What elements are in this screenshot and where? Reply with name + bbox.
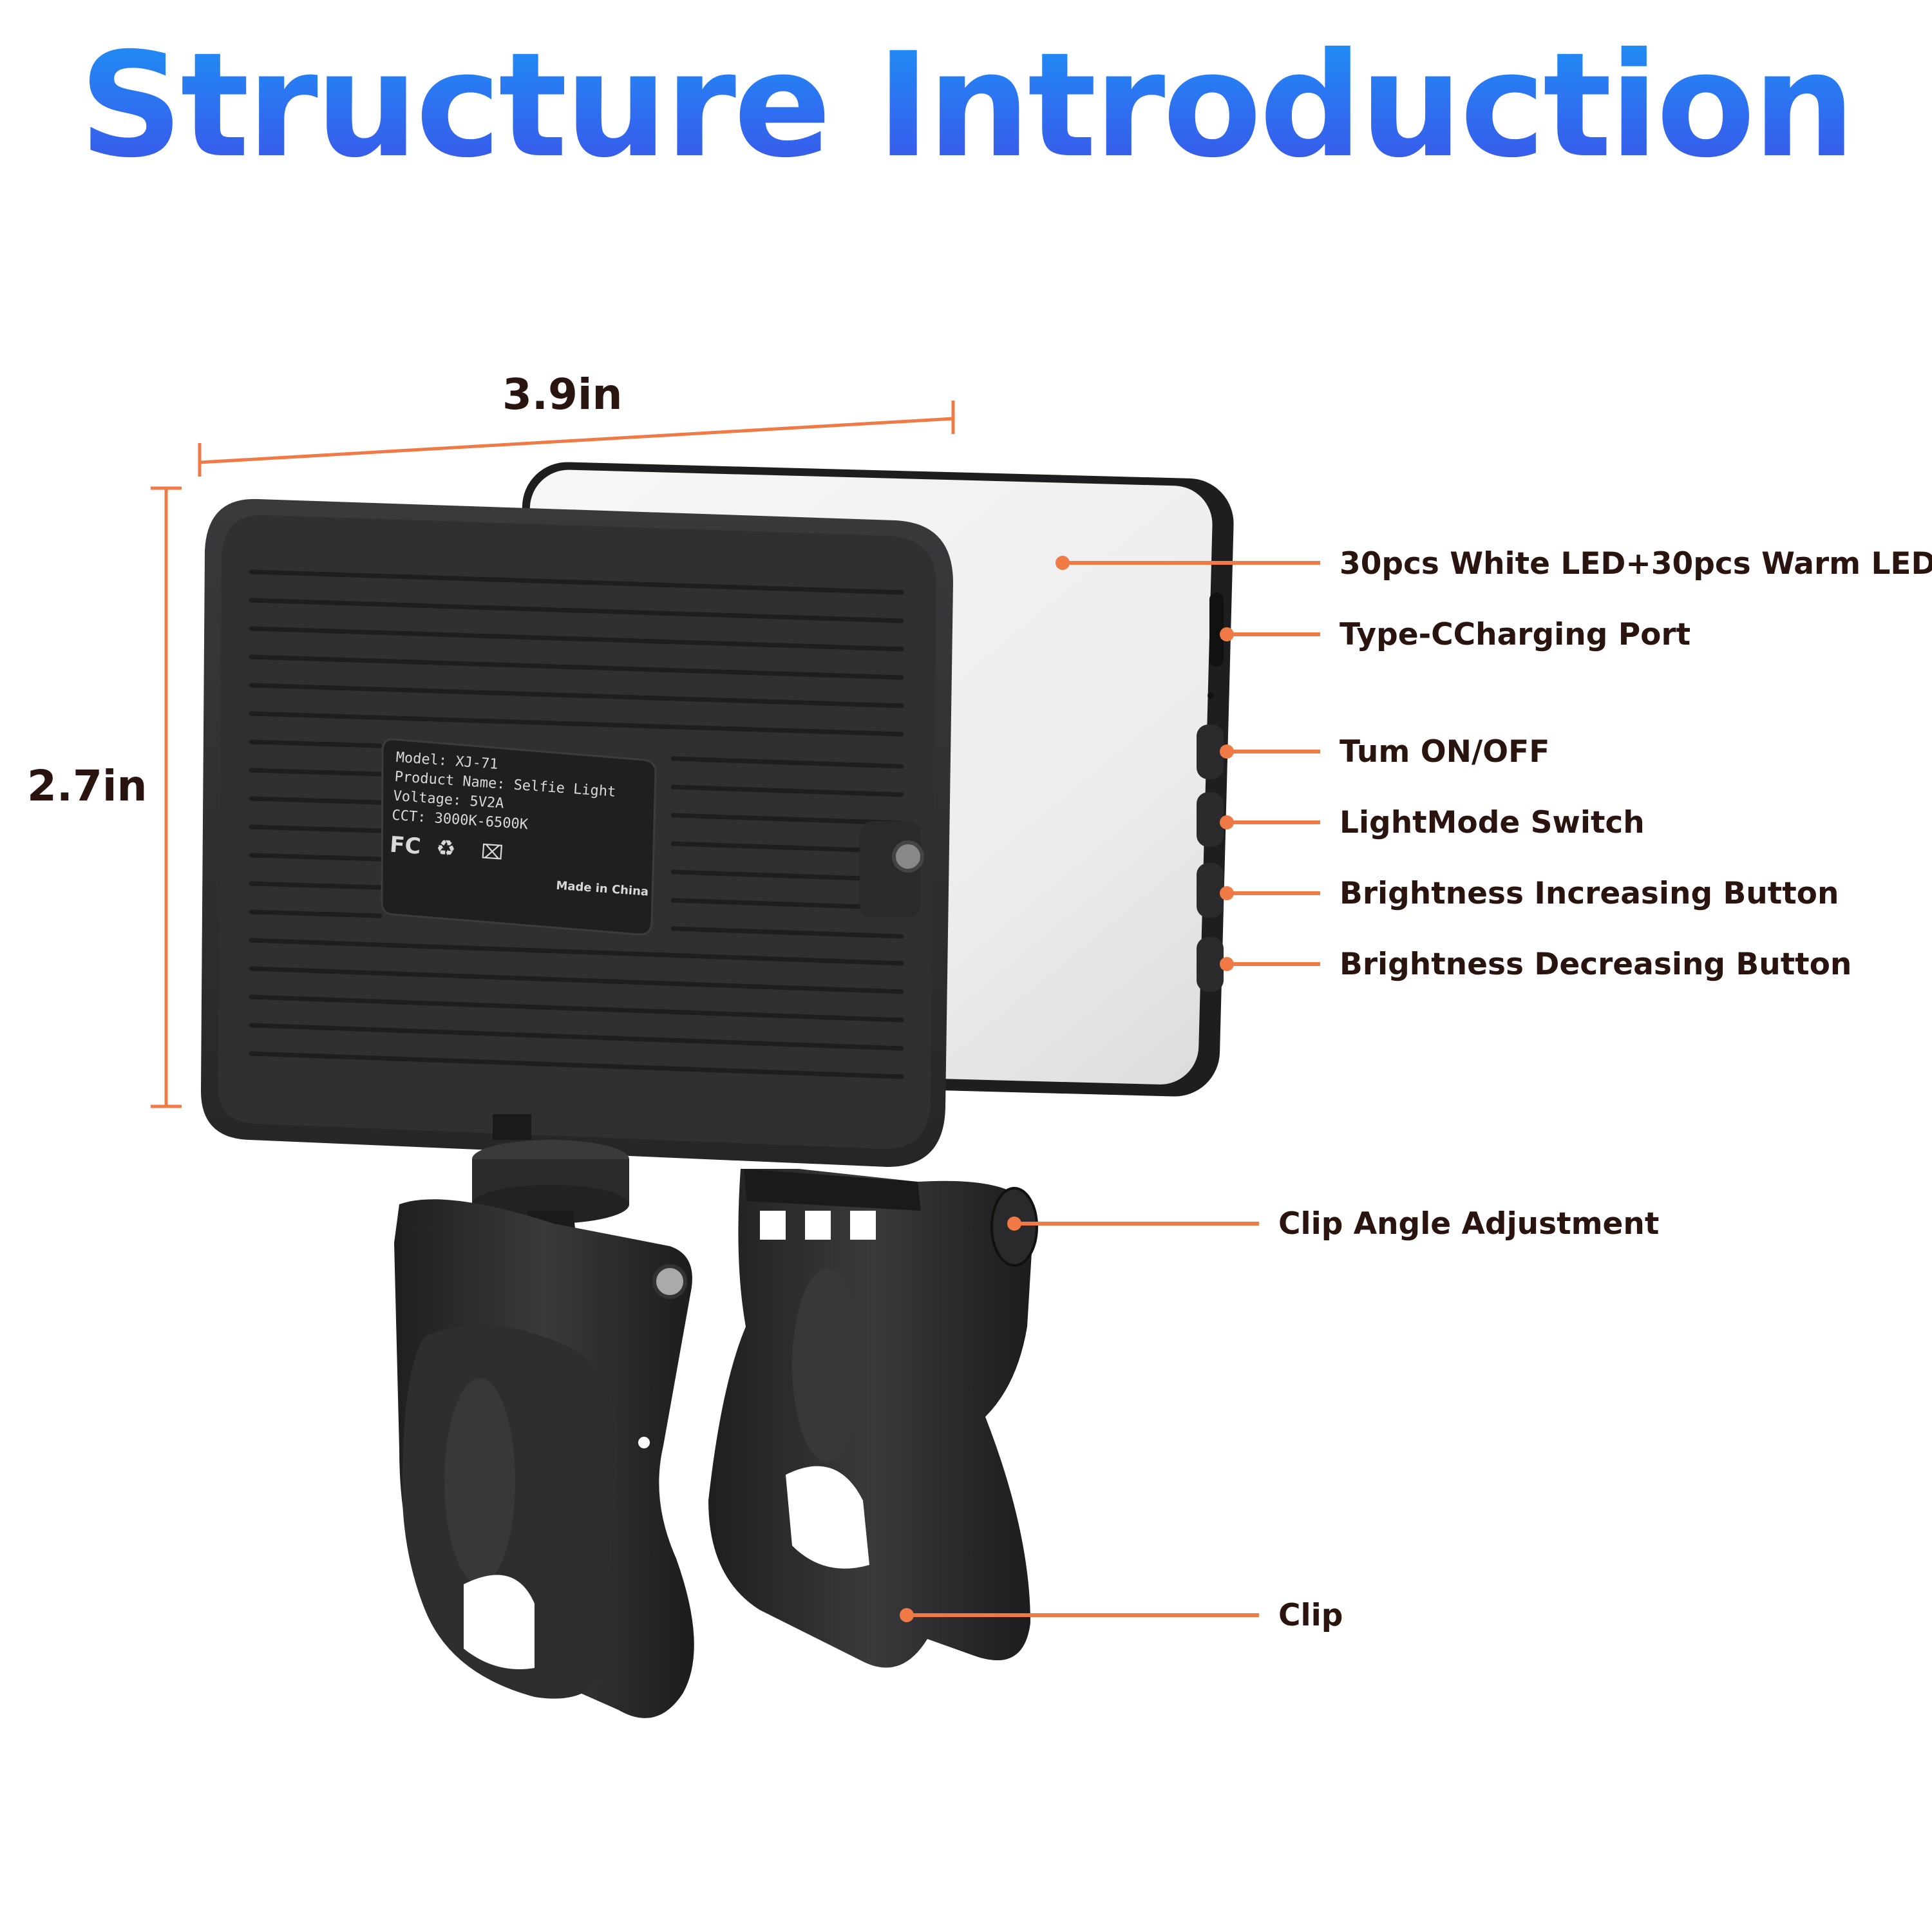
label-plate [381,738,657,936]
ball-head-knob [472,1114,629,1240]
type-c-port [1209,592,1224,667]
page-title: Structure Introduction [0,33,1932,178]
ribbed-grooves [249,569,904,1079]
plus-button [1197,863,1224,918]
right-clip [708,1169,1038,1668]
recycle-icon: ♻ [435,835,457,862]
callout-light-mode: LightMode Switch [1340,805,1645,840]
left-clip [394,1199,694,1718]
width-dimension-label: 3.9in [502,370,623,419]
fc-mark: FC [389,832,422,860]
callout-led-count: 30pcs White LED+30pcs Warm LED [1340,546,1932,582]
callout-clip: Clip [1278,1598,1343,1633]
callout-lines [900,556,1320,1622]
callout-clip-angle: Clip Angle Adjustment [1278,1206,1660,1242]
power-button [1197,724,1224,779]
weee-bin-icon: ⌧ [480,840,504,864]
mode-button [1197,792,1224,847]
height-dimension-line [151,486,182,1108]
callout-brightness-up: Brightness Increasing Button [1340,876,1839,911]
height-dimension-label: 2.7in [27,761,147,811]
callout-type-c-port: Type-CCharging Port [1340,617,1691,652]
callout-power: Tum ON/OFF [1340,734,1550,770]
minus-button [1197,937,1224,992]
width-dimension-line [198,401,955,477]
callout-brightness-down: Brightness Decreasing Button [1340,947,1852,982]
screw-mount [892,840,924,873]
